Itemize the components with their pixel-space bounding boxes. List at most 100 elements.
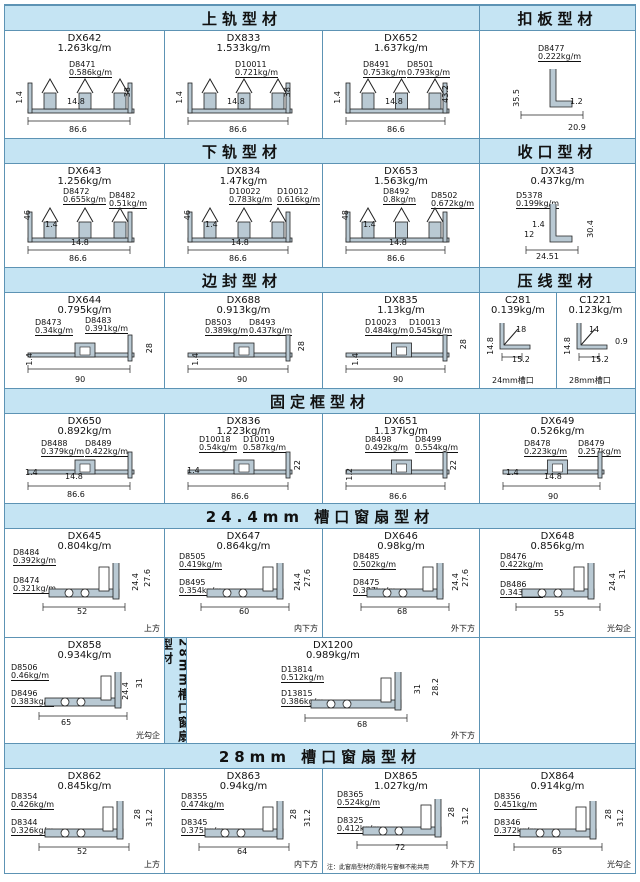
profile-code: DX642 [67,33,102,44]
dimension-label: 1.4 [175,91,184,104]
profile-drawing [38,663,128,720]
sub-profile-weight: 0.793kg/m [407,68,451,78]
dimension-label: 1.4 [25,353,34,366]
profile-cell: DX6460.98kg/mD84850.502kg/mD84750.387kg/… [323,529,480,637]
sub-profile-code: D13814 [281,665,313,674]
dimension-label: 90 [393,375,404,384]
profile-drawing-area [180,75,308,135]
sub-profile-weight: 0.383kg/m [11,697,55,707]
sub-profile-weight: 0.354kg/m [179,586,223,596]
profile-drawing [187,77,293,125]
profile-code: DX646 [384,531,418,542]
profile-weight: 0.892kg/m [57,426,112,437]
dimension-label: 24.4 [608,573,617,591]
section-title: 压线型材 [517,271,598,290]
sub-profile-weight: 0.343kg/m [500,588,544,598]
dimension-label: 14.8 [544,472,562,481]
position-caption: 上方 [144,624,160,633]
sub-profile-weight: 0.379kg/m [41,447,85,457]
sub-profile-code: D8491 [363,60,390,69]
dimension-label: 31.2 [461,807,470,825]
sub-profile-code: D8346 [494,818,521,827]
dimension-label: 38 [123,87,132,98]
sub-profile-weight: 0.474kg/m [181,800,225,810]
sub-profile-code: D8478 [524,439,551,448]
dimension-label: 27.6 [143,569,152,587]
sub-profile-code: D8484 [13,548,40,557]
profile-code: DX343 [540,166,575,177]
section-header-closing: 收口型材 [480,138,635,164]
section-header-lower-rail: 下轨型材 [5,138,480,164]
sub-profile-code: D8325 [337,816,364,825]
dimension-label: 90 [237,375,248,384]
sub-profile-weight: 0.223kg/m [524,447,568,457]
section-header-fixed-frame: 固定框型材 [5,388,635,414]
profile-drawing-area [20,450,150,500]
section-header-upper-rail: 上轨型材 [5,5,480,31]
profile-drawing [187,206,293,254]
sub-profile-code: D8472 [63,187,90,196]
sub-profile-weight: 0.437kg/m [249,326,293,336]
profile-drawing-area [353,554,469,621]
sub-profile-code: D8501 [407,60,434,69]
profile-drawing [42,554,126,611]
sub-profile-code: D8344 [11,818,38,827]
sub-profile-code: D10011 [235,60,267,69]
profile-code: DX648 [540,531,575,542]
dimension-label: 14.8 [389,238,407,247]
profile-weight: 1.137kg/m [374,426,428,437]
sub-profile-code: D8489 [85,439,112,448]
profile-drawing-area [513,66,603,129]
profile-drawing [27,206,135,254]
profile-drawing [198,794,290,851]
sub-profile-code: D8475 [353,578,380,587]
sub-profile-code: D10013 [409,318,441,327]
profile-weight: 0.934kg/m [57,650,112,661]
profile-drawing-area [31,794,149,861]
profile-drawing-area [20,75,150,135]
profile-weight: 0.795kg/m [57,305,112,316]
section-header-cover-plate: 扣板型材 [480,5,635,31]
sub-profile-code: D10019 [243,435,275,444]
sub-profile-code: D8473 [35,318,62,327]
dimension-label: 48 [341,210,350,221]
profile-drawing-area [180,204,308,264]
profile-code: DX652 [384,33,418,44]
profile-drawing [27,451,135,490]
dimension-label: 1.4 [191,353,200,366]
dimension-label: 0.9 [615,337,628,346]
profile-weight: 1.027kg/m [374,781,428,792]
dimension-label: 28 [447,807,456,818]
dimension-label: 24.4 [121,682,130,700]
profile-weight: 1.47kg/m [219,176,268,187]
dimension-label: 86.6 [389,492,407,501]
dimension-label: 28.2 [431,678,440,696]
dimension-label: 27.6 [461,569,470,587]
dimension-label: 31.2 [616,809,625,827]
dimension-label: 15.2 [591,355,609,364]
dimension-label: 28 [289,809,298,820]
section-title: 扣板型材 [517,9,598,28]
sub-profile-code: D8345 [181,818,208,827]
section-header-side-seal: 边封型材 [5,267,480,293]
